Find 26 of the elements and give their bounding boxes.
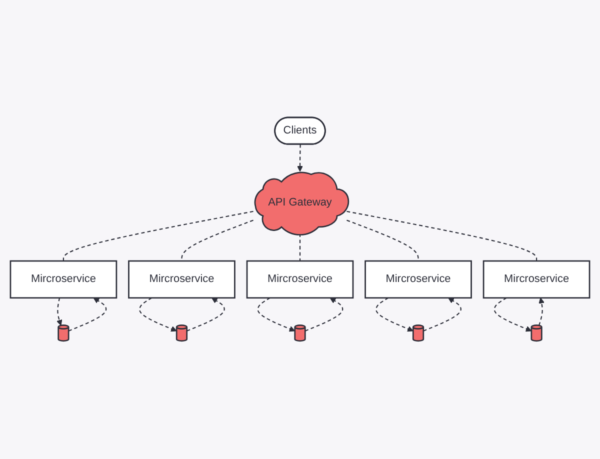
- arrow: [139, 298, 177, 332]
- connector: [62, 211, 254, 262]
- arrow: [304, 298, 344, 332]
- arrow: [297, 144, 303, 172]
- node-cylinder: [294, 324, 306, 342]
- node-cylinder: [176, 324, 188, 342]
- arrow: [494, 298, 532, 332]
- arrow: [186, 298, 225, 332]
- node-box: Mircroservice: [246, 260, 354, 299]
- arrow: [376, 298, 414, 332]
- arrow: [538, 298, 545, 326]
- node-cylinder: [412, 324, 424, 342]
- connector: [346, 220, 419, 262]
- arrow: [257, 298, 296, 332]
- node-box: Mircroservice: [128, 260, 236, 299]
- arrow: [68, 298, 107, 332]
- arrow: [423, 298, 462, 332]
- connector: [346, 211, 538, 262]
- node-box: Mircroservice: [364, 260, 472, 299]
- connector: [299, 234, 301, 262]
- node-box: Mircroservice: [10, 260, 118, 299]
- node-cylinder: [530, 324, 542, 342]
- connector: [181, 220, 254, 262]
- node-box: Mircroservice: [482, 260, 590, 299]
- arrow: [56, 298, 62, 326]
- node-cylinder: [58, 324, 70, 342]
